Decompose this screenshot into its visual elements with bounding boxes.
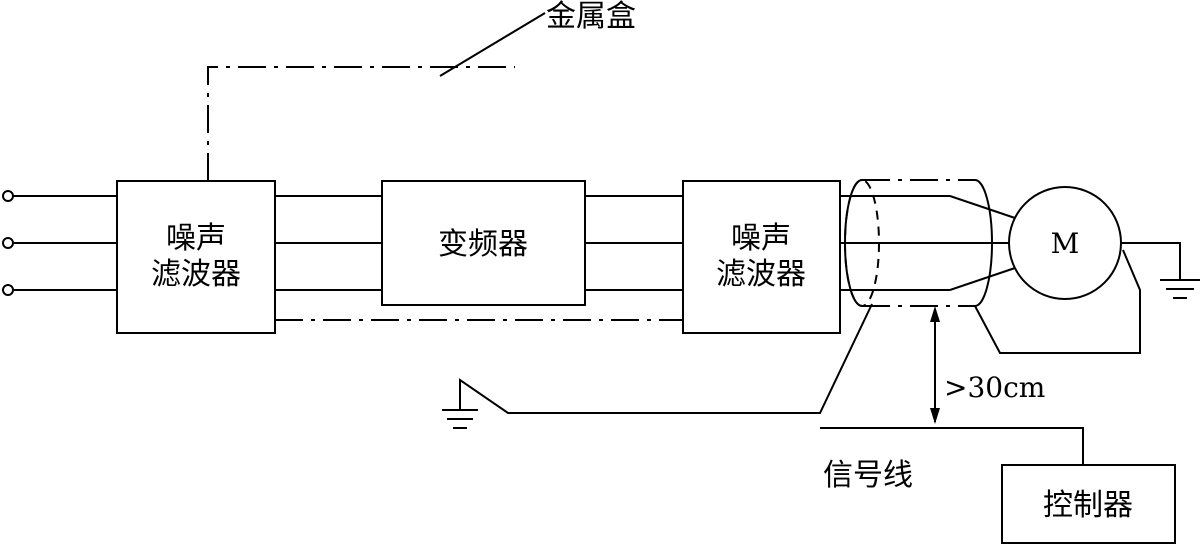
noise-filter-output: 噪声 滤波器 xyxy=(682,180,841,334)
noise-filter-input-label-2: 滤波器 xyxy=(151,257,241,292)
signal-line: 信号线 xyxy=(820,427,1084,493)
controller: 控制器 xyxy=(1001,464,1176,544)
distance-arrow-head-top xyxy=(930,306,940,322)
metal-box-top-line xyxy=(207,66,515,181)
noise-filter-output-box xyxy=(682,180,841,334)
inter-block-wires xyxy=(275,195,683,291)
metal-box-boundary xyxy=(207,12,683,321)
motor-frame-loop xyxy=(974,249,1141,354)
input-terminal-2 xyxy=(2,237,14,249)
signal-line-label: 信号线 xyxy=(823,458,913,493)
inverter-box xyxy=(381,180,586,306)
motor-wire-1 xyxy=(840,195,1016,219)
noise-filter-output-label-1: 噪声 xyxy=(731,221,791,256)
motor: M xyxy=(974,186,1181,354)
input-terminal-1 xyxy=(2,190,14,202)
controller-label: 控制器 xyxy=(1043,488,1133,523)
motor-label: M xyxy=(1051,227,1080,260)
noise-filter-input-box xyxy=(116,180,276,334)
metal-box-leader xyxy=(439,12,546,77)
shielded-cable xyxy=(459,179,1016,414)
inverter-block: 变频器 xyxy=(381,180,586,306)
noise-filter-output-label-2: 滤波器 xyxy=(716,257,806,292)
inverter-label: 变频器 xyxy=(438,227,528,262)
motor-ground-wire xyxy=(1121,242,1181,280)
ground-symbol-motor xyxy=(1160,279,1200,299)
input-terminal-3 xyxy=(2,284,14,296)
metal-box-label: 金属盒 xyxy=(546,0,636,34)
input-terminals xyxy=(2,190,117,296)
controller-box xyxy=(1001,464,1176,544)
noise-filter-input-label-1: 噪声 xyxy=(166,221,226,256)
shield-ground-lead xyxy=(459,303,873,414)
shield-left-solid xyxy=(844,179,863,307)
shield-right-end xyxy=(974,179,993,307)
signal-wire xyxy=(820,427,1084,465)
distance-arrow-head-bottom xyxy=(930,408,940,424)
motor-wire-3 xyxy=(840,267,1016,291)
noise-filter-input: 噪声 滤波器 xyxy=(116,180,276,334)
ground-symbol-shield xyxy=(442,409,478,429)
distance-label: >30cm xyxy=(944,371,1045,404)
distance-indicator: >30cm xyxy=(930,306,1045,424)
